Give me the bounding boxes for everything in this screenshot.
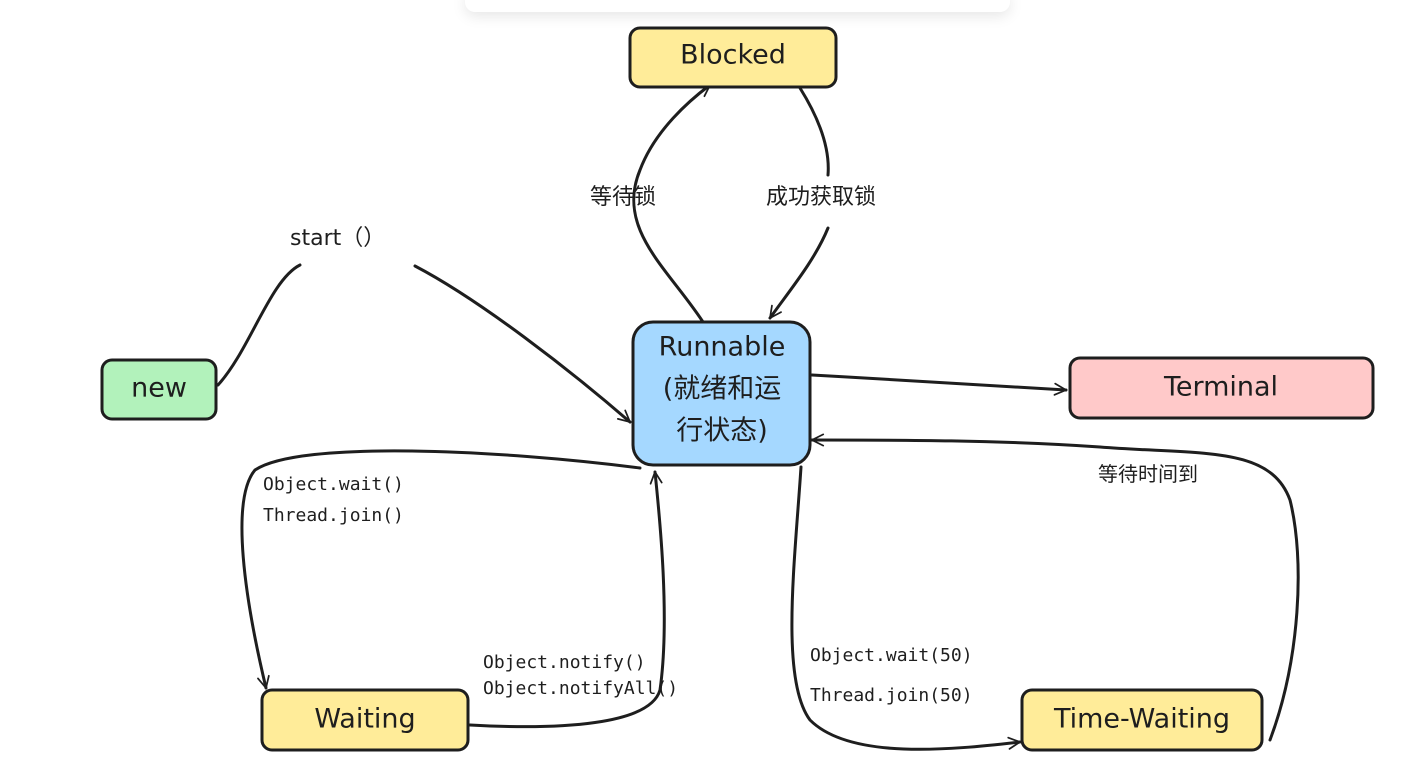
edge-blocked-to-runnable [798, 86, 830, 177]
edge-runnable-to-blocked [632, 83, 710, 327]
node-time-waiting-label: Time-Waiting [1053, 704, 1230, 735]
edge-label-start: start（） [290, 226, 385, 251]
node-terminal[interactable]: Terminal [1068, 356, 1375, 420]
edge-waiting-to-runnable [468, 472, 666, 729]
edge-label-thread-join: Thread.join() [263, 505, 404, 526]
toolbar-shadow [465, 0, 1010, 12]
edge-start-to-runnable [413, 264, 632, 424]
edge-runnable-to-waiting [240, 449, 642, 688]
edge-label-object-wait-50: Object.wait(50) [810, 645, 973, 666]
edge-label-object-notify: Object.notify() [483, 652, 646, 673]
edge-label-timeout: 等待时间到 [1098, 462, 1198, 486]
edge-label-wait-lock: 等待锁 [590, 185, 656, 210]
node-waiting-label: Waiting [314, 704, 415, 735]
node-new-label: new [131, 373, 187, 404]
edge-label-got-lock: 成功获取锁 [766, 185, 876, 210]
node-time-waiting[interactable]: Time-Waiting [1020, 688, 1264, 752]
node-runnable-label-3: 行状态) [676, 416, 768, 447]
edge-runnable-to-time-waiting [790, 465, 1020, 751]
node-blocked[interactable]: Blocked [628, 26, 838, 89]
node-new[interactable]: new [100, 358, 218, 421]
node-runnable-label-1: Runnable [659, 332, 786, 363]
edge-label-object-notify-all: Object.notifyAll() [483, 678, 678, 699]
node-blocked-label: Blocked [680, 40, 786, 71]
edge-got-lock-to-runnable [768, 226, 830, 318]
edge-new-to-runnable [216, 263, 302, 387]
edge-label-thread-join-50: Thread.join(50) [810, 685, 973, 706]
node-runnable-label-2: (就绪和运 [663, 374, 782, 405]
node-waiting[interactable]: Waiting [260, 688, 470, 752]
node-terminal-label: Terminal [1163, 372, 1278, 403]
edge-time-waiting-to-runnable [810, 440, 1300, 742]
edge-runnable-to-terminal [810, 373, 1066, 390]
node-runnable[interactable]: Runnable (就绪和运 行状态) [631, 320, 812, 467]
edge-label-object-wait: Object.wait() [263, 474, 404, 495]
